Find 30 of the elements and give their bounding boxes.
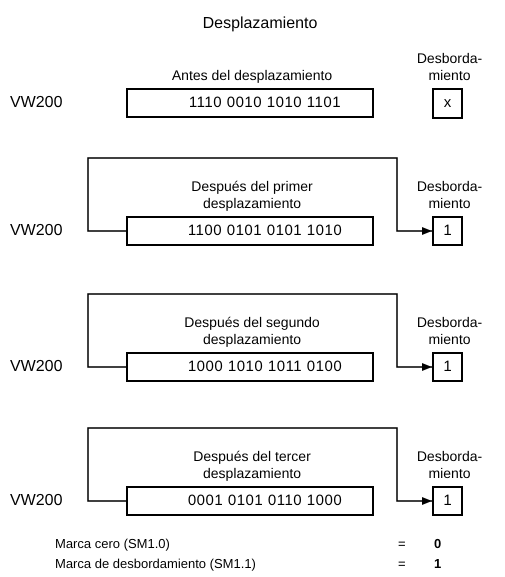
- equals-sign: =: [398, 537, 406, 550]
- overflow-value: x: [444, 93, 452, 114]
- overflow-value: 1: [443, 220, 452, 241]
- shift-arrow: [87, 157, 432, 235]
- overflow-value: 1: [443, 490, 452, 511]
- equals-sign: =: [398, 557, 406, 570]
- shift-arrow: [87, 293, 432, 371]
- overflow-heading: Desborda-miento: [416, 178, 484, 212]
- register-label: VW200: [10, 223, 62, 239]
- bit-pattern: 1000 1010 1011 0100: [186, 356, 342, 377]
- overflow-heading: Desborda-miento: [416, 314, 484, 348]
- diagram-title: Desplazamiento: [202, 14, 318, 34]
- flag-value: 0: [434, 537, 442, 550]
- step-heading: Antes del desplazamiento: [170, 67, 334, 84]
- bit-pattern: 1100 0101 0101 1010: [186, 220, 342, 241]
- step-heading: Después del tercer desplazamiento: [192, 448, 312, 482]
- overflow-value: 1: [443, 356, 452, 377]
- flag-value: 1: [434, 557, 442, 570]
- overflow-heading: Desborda-miento: [416, 50, 484, 84]
- register-label: VW200: [10, 95, 62, 111]
- register-label: VW200: [10, 493, 62, 509]
- flag-name: Marca de desbordamiento (SM1.1): [55, 557, 256, 570]
- shift-arrow: [87, 427, 432, 505]
- bit-pattern: 0001 0101 0110 1000: [186, 490, 342, 511]
- flag-name: Marca cero (SM1.0): [55, 537, 170, 550]
- step-heading: Después del segundo desplazamiento: [183, 314, 321, 348]
- step-heading: Después del primer desplazamiento: [190, 178, 314, 212]
- overflow-heading: Desborda-miento: [416, 448, 484, 482]
- bit-pattern: 1110 0010 1010 1101: [188, 92, 342, 113]
- register-label: VW200: [10, 359, 62, 375]
